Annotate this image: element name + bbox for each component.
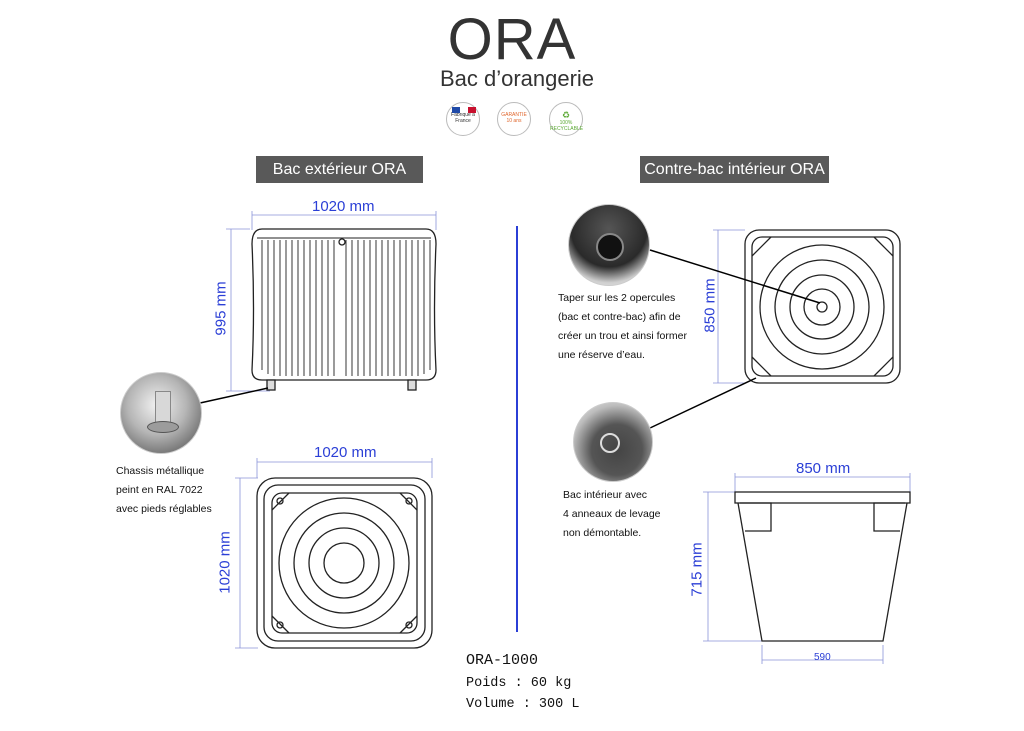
dim-inner-base-width: 590: [814, 652, 831, 663]
recyclable-badge: ♻ 100% RECYCLABLE: [549, 102, 583, 136]
dim-inner-top-height: 850 mm: [701, 278, 719, 333]
dim-inner-side-height: 715 mm: [688, 542, 706, 597]
callout-line-chassis: [199, 387, 269, 404]
inner-bac-note: Bac intérieur avec 4 anneaux de levage n…: [563, 489, 661, 539]
outer-top-view: [235, 458, 433, 649]
page-subtitle: Bac d’orangerie: [439, 66, 595, 91]
product-volume: Volume : 300 L: [466, 697, 580, 712]
dim-outer-front-height: 995 mm: [212, 281, 230, 336]
made-in-france-badge: Fabriqué à France: [446, 102, 480, 136]
lifting-ring-photo: [573, 402, 653, 482]
dim-outer-top-height: 1020 mm: [216, 531, 234, 594]
section-header-inner: Contre-bac intérieur ORA: [640, 156, 829, 183]
recycle-icon: ♻: [561, 110, 571, 120]
product-weight: Poids : 60 kg: [466, 676, 572, 691]
france-flag-icon: [452, 107, 476, 113]
outer-front-view: [226, 211, 437, 392]
callout-line-ring: [649, 377, 757, 429]
warranty-icon: GARANTIE 10 ans: [501, 112, 527, 124]
chassis-note: Chassis métallique peint en RAL 7022 ave…: [116, 465, 212, 515]
warranty-badge: GARANTIE 10 ans: [497, 102, 531, 136]
product-model: ORA-1000: [466, 652, 539, 669]
dim-inner-side-width: 850 mm: [796, 460, 851, 477]
dim-outer-front-width: 1020 mm: [312, 198, 375, 215]
inner-top-view: [713, 229, 901, 384]
dim-outer-top-width: 1020 mm: [314, 444, 377, 461]
section-header-outer: Bac extérieur ORA: [256, 156, 423, 183]
page-title: ORA: [447, 7, 577, 72]
callout-line-opercule: [649, 249, 821, 304]
opercule-photo: [568, 204, 650, 286]
opercule-note: Taper sur les 2 opercules (bac et contre…: [558, 292, 687, 361]
chassis-photo: [120, 372, 202, 454]
inner-side-view: [703, 473, 911, 664]
